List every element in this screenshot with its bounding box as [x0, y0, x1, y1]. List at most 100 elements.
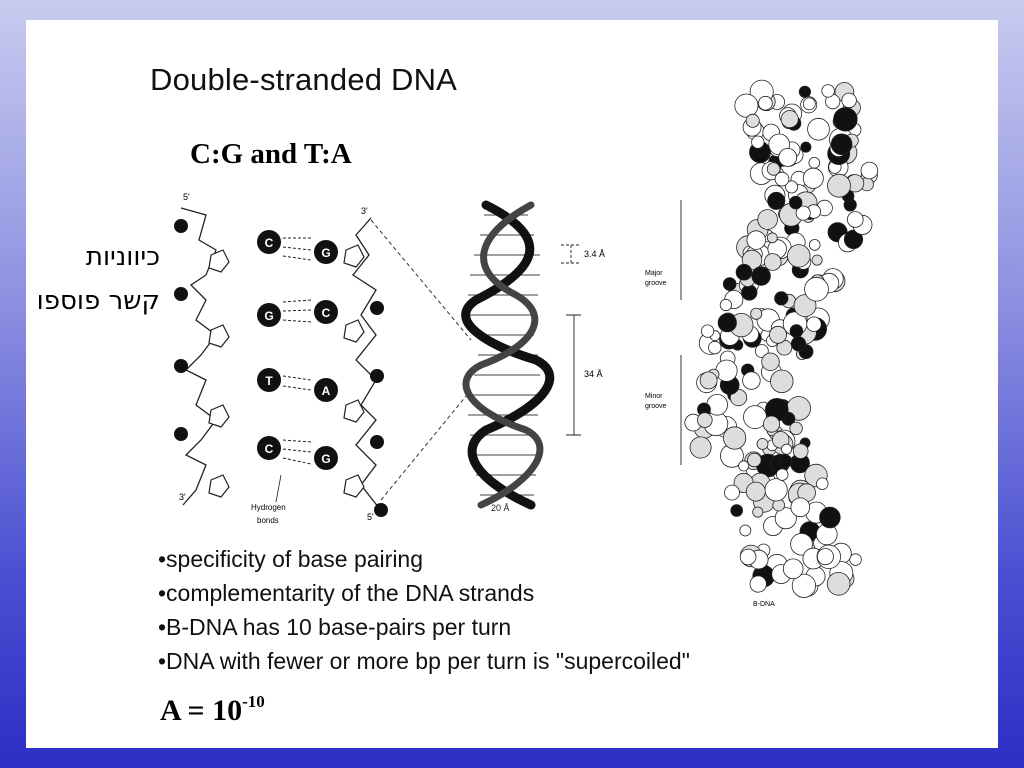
atom-sphere	[800, 141, 812, 153]
atom-sphere	[788, 195, 803, 210]
atom-sphere	[715, 359, 738, 382]
double-helix-ribbon: 3.4 Å 34 Å	[461, 200, 605, 510]
atom-sphere	[816, 548, 834, 566]
atom-sphere	[771, 431, 790, 449]
pitch-label: 34 Å	[584, 369, 603, 379]
atom-sphere	[781, 443, 793, 455]
atom-sphere	[763, 253, 782, 271]
atom-sphere	[754, 344, 769, 358]
end-label-top-left: 5'	[183, 192, 190, 202]
atom-sphere	[743, 405, 767, 430]
atom-sphere	[742, 371, 761, 390]
atom-sphere	[739, 548, 757, 566]
atom-sphere	[802, 167, 824, 189]
atom-sphere	[808, 157, 821, 169]
base-label: G	[321, 452, 330, 466]
width-label: 20 Å	[491, 503, 510, 513]
atom-sphere	[752, 506, 764, 518]
atom-sphere	[757, 209, 778, 230]
base-label: A	[322, 384, 331, 398]
atom-sphere	[782, 558, 804, 580]
atom-sphere	[719, 298, 733, 312]
atom-sphere	[830, 133, 853, 156]
atom-sphere	[790, 336, 807, 352]
atom-sphere	[792, 443, 809, 460]
bullet-item: •specificity of base pairing	[158, 546, 424, 572]
atom-sphere	[745, 481, 766, 502]
atom-sphere	[802, 97, 816, 111]
atom-sphere	[790, 497, 811, 518]
atom-sphere	[774, 171, 790, 187]
base-pair-rule: C:G and T:A	[190, 138, 352, 170]
atom-sphere	[766, 232, 778, 244]
base-pair-row: C G	[257, 230, 338, 264]
atom-sphere	[775, 468, 789, 481]
hebrew-label-phospho-bond: קשר פוספו	[36, 286, 160, 316]
atom-sphere	[841, 92, 857, 109]
base-pair-row: G C	[257, 299, 338, 327]
end-label-bottom-right: 5'	[367, 512, 374, 522]
slide-canvas: Double-stranded DNA C:G and T:A כיווניות…	[26, 20, 998, 748]
atom-sphere	[806, 316, 822, 332]
atom-sphere	[770, 369, 794, 394]
major-groove-label: groove	[645, 280, 667, 287]
formula-base: A = 10	[160, 694, 243, 727]
end-label-bottom-left: 3'	[179, 492, 186, 502]
atom-sphere	[708, 340, 722, 355]
atom-sphere	[785, 180, 799, 194]
atom-sphere	[793, 294, 817, 318]
atom-sphere	[860, 161, 879, 180]
atom-sphere	[761, 352, 780, 372]
atom-sphere	[833, 107, 858, 132]
atom-sphere	[739, 524, 752, 537]
bullet-item: •DNA with fewer or more bp per turn is "…	[158, 648, 690, 674]
atom-sphere	[762, 415, 780, 433]
bullet-list: •specificity of base pairing •complement…	[158, 542, 690, 678]
atom-sphere	[826, 571, 851, 596]
atom-sphere	[701, 324, 715, 338]
atom-sphere	[790, 532, 813, 556]
model-label: B-DNA	[753, 601, 775, 608]
base-label: T	[265, 374, 273, 388]
atom-sphere	[778, 454, 793, 469]
atom-sphere	[697, 412, 713, 428]
atom-sphere	[827, 173, 851, 198]
slide-heading: Double-stranded DNA	[150, 62, 458, 97]
base-label: C	[322, 306, 331, 320]
hydrogen-bonds-label: Hydrogen	[251, 503, 286, 512]
atom-sphere	[734, 93, 759, 118]
angstrom-definition: A = 10-10	[160, 692, 265, 728]
minor-groove-label: groove	[645, 403, 667, 410]
atom-sphere	[821, 84, 835, 98]
atom-sphere	[751, 266, 771, 286]
base-pair-ladder-diagram: C G G C T A C G 5' 3' 3' 5' Hydrogen bon…	[174, 192, 388, 525]
atom-sphere	[769, 325, 787, 344]
atom-sphere	[738, 460, 750, 472]
atom-sphere	[730, 504, 743, 517]
bullet-item: •complementarity of the DNA strands	[158, 580, 535, 606]
atom-sphere	[811, 254, 823, 266]
atom-sphere	[780, 110, 799, 129]
atom-sphere	[741, 284, 758, 301]
atom-sphere	[798, 85, 811, 98]
atom-sphere	[804, 276, 829, 302]
atom-sphere	[745, 113, 760, 128]
atom-sphere	[735, 263, 753, 281]
atom-sphere	[751, 135, 765, 149]
projection-lines	[371, 219, 472, 501]
atom-sphere	[787, 244, 811, 268]
atom-sphere	[717, 313, 737, 333]
atom-sphere	[689, 436, 712, 459]
hebrew-label-directionality: כיווניות	[85, 242, 160, 272]
atom-sphere	[767, 191, 786, 210]
atom-sphere	[795, 205, 811, 221]
formula-exponent: -10	[242, 692, 265, 711]
atom-sphere	[774, 291, 789, 306]
base-label: G	[264, 309, 273, 323]
hydrogen-bonds-label: bonds	[257, 516, 279, 525]
atom-sphere	[750, 307, 763, 320]
atom-sphere	[774, 507, 797, 530]
space-filling-model: Major groove Minor groove B-DNA	[645, 79, 879, 608]
atom-sphere	[789, 324, 804, 338]
atom-sphere	[843, 229, 864, 249]
